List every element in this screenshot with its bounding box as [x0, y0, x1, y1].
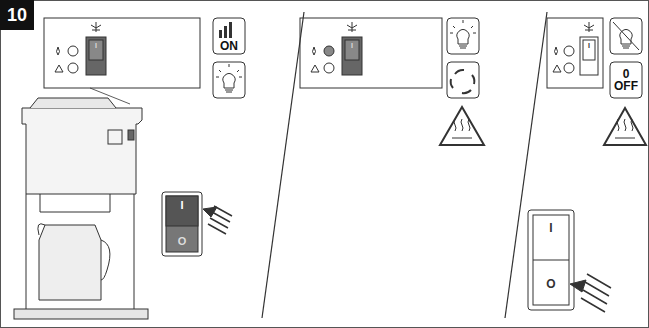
- icon-text: OFF: [614, 80, 638, 92]
- step-number: 10: [0, 0, 34, 30]
- icon-text: ON: [220, 40, 238, 52]
- switch-mark: I: [95, 42, 97, 49]
- switch-mark: I: [588, 42, 590, 49]
- switch-mark: I: [180, 200, 183, 211]
- switch-mark: I: [549, 222, 552, 234]
- icon-text: 0: [623, 68, 630, 80]
- on-icon: ON: [213, 38, 245, 54]
- icon-text: 10: [7, 6, 27, 24]
- switch-mark: O: [546, 278, 555, 290]
- off-icon: 0OFF: [610, 64, 642, 96]
- switch-mark: O: [178, 236, 187, 247]
- switch-mark: I: [351, 42, 353, 49]
